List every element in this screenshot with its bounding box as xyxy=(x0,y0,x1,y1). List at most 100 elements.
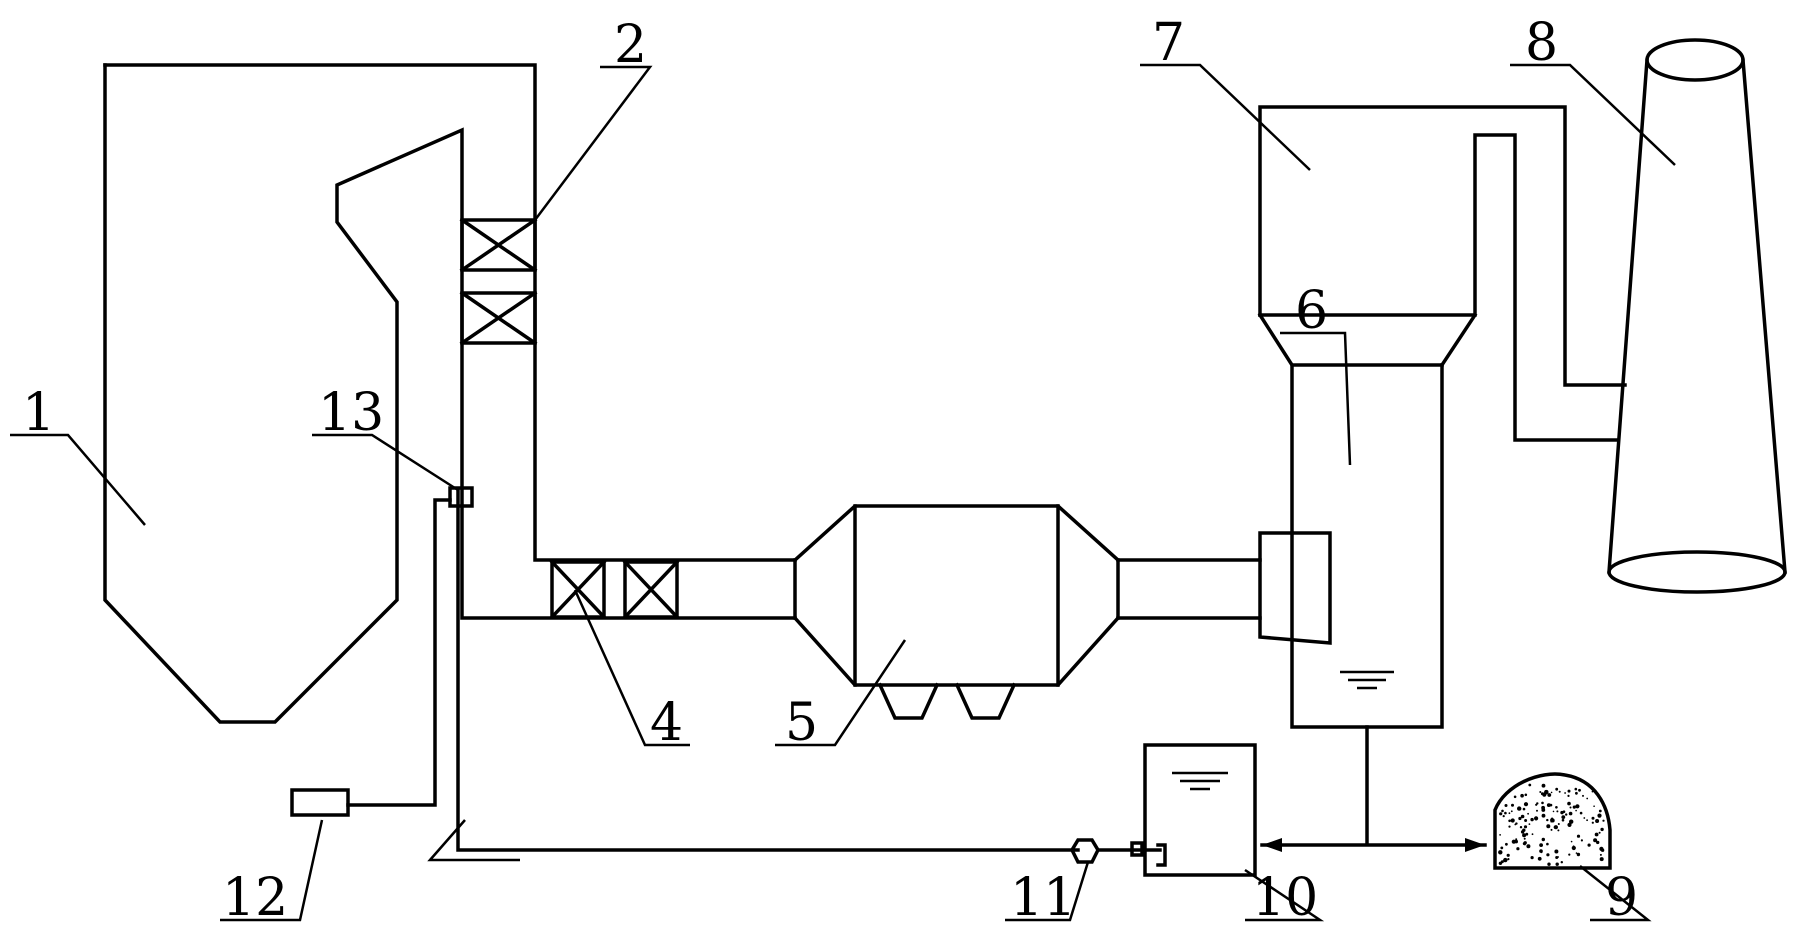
limestone-speck xyxy=(1575,852,1578,854)
limestone-speck xyxy=(1528,823,1531,825)
wet-esp xyxy=(1258,105,1627,442)
limestone-speck xyxy=(1572,805,1576,809)
limestone-speck xyxy=(1596,840,1600,845)
limestone-speck xyxy=(1591,790,1594,793)
limestone-speck xyxy=(1527,812,1529,815)
limestone-speck xyxy=(1569,819,1574,824)
limestone-speck xyxy=(1541,837,1546,842)
limestone-speck xyxy=(1572,845,1575,848)
limestone-speck xyxy=(1568,811,1573,816)
limestone-speck xyxy=(1570,840,1573,843)
pump xyxy=(456,488,1167,867)
limestone-speck xyxy=(1525,832,1529,836)
limestone-speck xyxy=(1579,811,1583,815)
limestone-speck xyxy=(1523,825,1528,829)
label-spray-nozzle: 13 xyxy=(318,383,384,443)
limestone-speck xyxy=(1510,818,1515,823)
limestone-speck xyxy=(1567,801,1571,806)
limestone-speck xyxy=(1524,819,1528,822)
scr-reactor xyxy=(459,217,538,346)
limestone-speck xyxy=(1556,810,1559,813)
limestone-speck xyxy=(1591,816,1595,820)
limestone-speck xyxy=(1523,837,1526,840)
limestone-speck xyxy=(1555,862,1559,866)
limestone-speck xyxy=(1518,816,1522,821)
limestone-speck xyxy=(1583,817,1586,819)
limestone-speck xyxy=(1571,845,1576,851)
limestone-speck xyxy=(1534,816,1539,821)
limestone-speck xyxy=(1537,856,1542,861)
limestone-speck xyxy=(1598,831,1601,834)
limestone-speck xyxy=(1567,794,1570,798)
limestone-speck xyxy=(1522,807,1526,811)
limestone-speck xyxy=(1599,853,1602,856)
leader-lines xyxy=(10,63,1676,922)
limestone-speck xyxy=(1544,789,1549,794)
boiler xyxy=(103,63,797,724)
electrostatic-precipitator xyxy=(792,504,1121,720)
air-preheater xyxy=(549,559,680,620)
limestone-speck xyxy=(1524,793,1528,797)
limestone-speck xyxy=(1539,843,1543,847)
chimney xyxy=(1607,38,1787,594)
limestone-speck xyxy=(1558,790,1561,793)
limestone-speck xyxy=(1546,818,1549,822)
limestone-speck xyxy=(1530,856,1534,860)
limestone-speck xyxy=(1569,806,1572,809)
limestone-speck xyxy=(1550,828,1553,831)
limestone-speck xyxy=(1511,839,1516,844)
limestone-speck xyxy=(1522,828,1526,832)
limestone-speck xyxy=(1499,812,1503,816)
limestone-speck xyxy=(1503,857,1508,863)
limestone-pile xyxy=(1493,772,1612,870)
controller xyxy=(290,498,452,817)
limestone-speck xyxy=(1500,846,1504,850)
limestone-speck xyxy=(1586,819,1588,822)
limestone-speck xyxy=(1575,791,1578,795)
label-limestone-pile: 9 xyxy=(1605,868,1638,928)
outlet-duct xyxy=(1116,531,1332,645)
limestone-speck xyxy=(1508,819,1511,823)
limestone-speck xyxy=(1593,805,1595,807)
limestone-speck xyxy=(1530,817,1534,822)
limestone-speck xyxy=(1523,802,1529,807)
limestone-speck xyxy=(1520,814,1525,819)
limestone-speck xyxy=(1519,826,1523,829)
limestone-speck xyxy=(1550,818,1554,823)
limestone-speck xyxy=(1515,822,1518,825)
label-slurry-tank: 10 xyxy=(1252,868,1318,928)
limestone-speck xyxy=(1541,813,1546,818)
limestone-speck xyxy=(1552,810,1555,813)
desulfurization-tower xyxy=(1257,312,1478,729)
label-air-preheater: 4 xyxy=(650,693,683,753)
limestone-speck xyxy=(1520,793,1524,798)
limestone-speck xyxy=(1526,844,1531,849)
limestone-speck xyxy=(1568,853,1571,856)
limestone-speck xyxy=(1554,849,1559,854)
label-boiler: 1 xyxy=(22,383,55,443)
limestone-speck xyxy=(1504,804,1508,807)
limestone-speck xyxy=(1541,808,1546,812)
label-pump: 11 xyxy=(1010,868,1076,928)
limestone-speck xyxy=(1498,850,1503,855)
label-desulfurization-tower: 6 xyxy=(1295,281,1328,341)
slurry-tank xyxy=(1143,725,1487,877)
limestone-speck xyxy=(1564,792,1566,794)
limestone-speck xyxy=(1576,834,1581,838)
limestone-speck xyxy=(1567,822,1572,828)
limestone-speck xyxy=(1517,806,1522,811)
limestone-speck xyxy=(1501,809,1504,813)
label-controller: 12 xyxy=(222,868,288,928)
limestone-speck xyxy=(1504,811,1507,815)
limestone-speck xyxy=(1515,838,1518,841)
limestone-speck xyxy=(1546,803,1551,807)
label-chimney: 8 xyxy=(1525,13,1558,73)
limestone-speck xyxy=(1541,801,1544,805)
limestone-speck xyxy=(1547,862,1551,866)
limestone-speck xyxy=(1511,803,1514,807)
limestone-speck xyxy=(1599,857,1604,862)
limestone-speck xyxy=(1560,861,1564,864)
limestone-speck xyxy=(1595,819,1600,823)
limestone-speck xyxy=(1565,813,1568,816)
